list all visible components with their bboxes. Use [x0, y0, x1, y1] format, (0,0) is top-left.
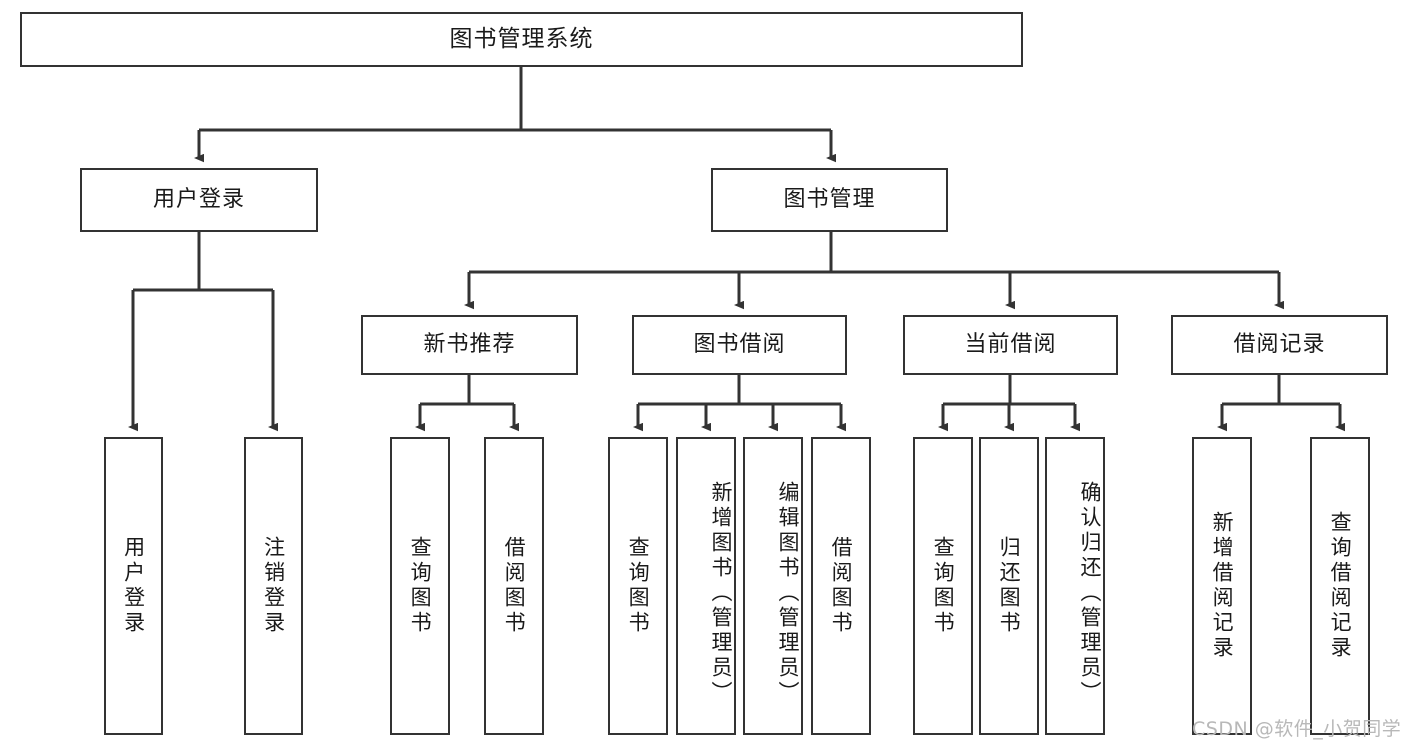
leaf-logout-login[interactable]: 注销登录 [244, 437, 303, 735]
leaf-query-book-current[interactable]: 查询图书 [913, 437, 973, 735]
leaf-query-book-recommend[interactable]: 查询图书 [390, 437, 450, 735]
node-root-book-management-system[interactable]: 图书管理系统 [20, 12, 1023, 67]
node-book-management[interactable]: 图书管理 [711, 168, 948, 232]
leaf-return-book[interactable]: 归还图书 [979, 437, 1039, 735]
leaf-query-book-borrow[interactable]: 查询图书 [608, 437, 668, 735]
node-user-login[interactable]: 用户登录 [80, 168, 318, 232]
node-current-borrow[interactable]: 当前借阅 [903, 315, 1118, 375]
node-borrow-record[interactable]: 借阅记录 [1171, 315, 1388, 375]
leaf-borrow-book[interactable]: 借阅图书 [811, 437, 871, 735]
leaf-add-book-admin[interactable]: 新增图书（管理员） [676, 437, 736, 735]
node-new-book-recommend[interactable]: 新书推荐 [361, 315, 578, 375]
leaf-add-borrow-record[interactable]: 新增借阅记录 [1192, 437, 1252, 735]
leaf-borrow-book-recommend[interactable]: 借阅图书 [484, 437, 544, 735]
node-book-borrow[interactable]: 图书借阅 [632, 315, 847, 375]
leaf-user-login[interactable]: 用户登录 [104, 437, 163, 735]
watermark-credit: CSDN @软件_小贺同学 [1192, 718, 1402, 740]
leaf-query-borrow-record[interactable]: 查询借阅记录 [1310, 437, 1370, 735]
leaf-confirm-return-admin[interactable]: 确认归还（管理员） [1045, 437, 1105, 735]
leaf-edit-book-admin[interactable]: 编辑图书（管理员） [743, 437, 803, 735]
